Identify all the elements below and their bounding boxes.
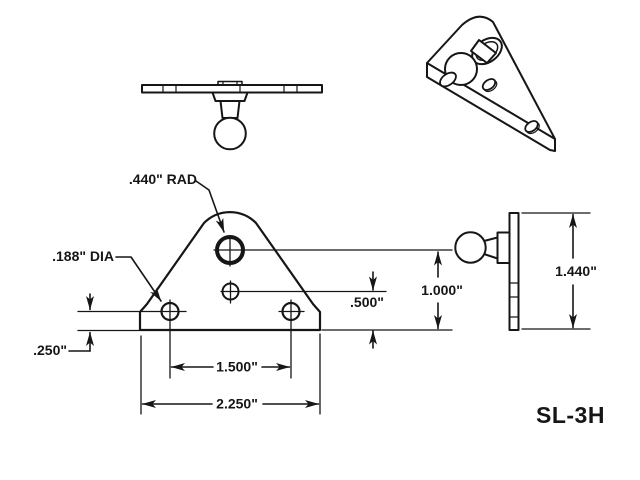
dim-label-hole-edge-offset: .250" [33,342,67,358]
dim-mid-hole-height: .500" [350,271,384,349]
dim-label-ball-hole-height: 1.000" [421,282,463,298]
dimensions: .440" RAD .188" DIA .250" 1.500" 2.250" [33,171,597,412]
plate-thickness-edge [426,62,556,152]
dim-label-hole-spacing: 1.500" [216,359,258,375]
ball-stud [213,116,247,151]
dim-label-mid-hole-height: .500" [350,294,384,310]
stud-flange [211,91,249,102]
dim-overall-width: 2.250" [141,396,320,412]
ball-stud [454,231,487,264]
dim-hole-spacing: 1.500" [170,359,291,375]
isometric-view [426,15,556,152]
dim-label-overall-width: 2.250" [216,396,258,412]
plate-outline [138,211,322,332]
leader-line [115,256,162,302]
dim-ball-hole-height: 1.000" [421,251,463,330]
top-view [141,80,323,151]
mounting-hole [481,78,497,91]
stud-flange [496,231,511,264]
dim-overall-height: 1.440" [521,212,597,330]
dim-apex-radius: .440" RAD [129,171,225,233]
front-view [77,211,453,415]
leader-line [195,180,225,233]
dim-label-overall-height: 1.440" [555,263,597,279]
stud-base-bump [217,80,243,86]
stud-washer [439,71,457,88]
stud-neck [219,100,241,119]
plate-edge-ticks [162,84,298,94]
dim-label-apex-radius: .440" RAD [129,171,197,187]
dim-hole-diameter: .188" DIA [52,248,162,302]
side-view [454,212,520,331]
plate-edge-ticks [508,282,520,318]
stud-neck [470,39,497,64]
plate-edge [508,212,520,331]
plate-edge [141,84,323,94]
part-number: SL-3H [536,402,605,428]
plate-top-face [426,15,556,140]
mounting-hole [524,120,539,133]
dim-hole-edge-offset: .250" [33,293,94,358]
dim-label-hole-diameter: .188" DIA [52,248,114,264]
